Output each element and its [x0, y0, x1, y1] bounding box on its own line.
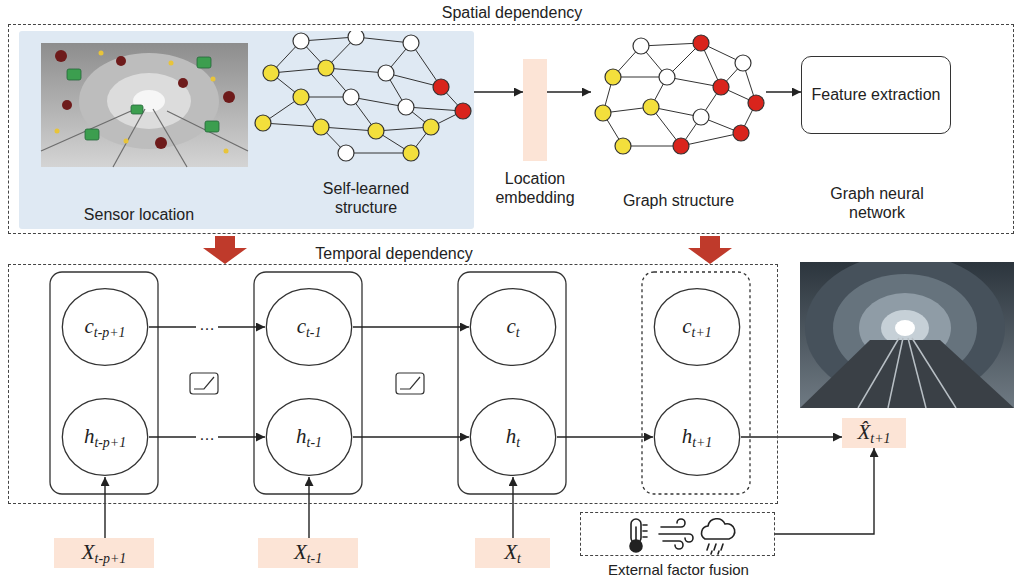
- text-slot: ct+1: [653, 287, 741, 367]
- cell-state: ct+1: [653, 287, 741, 367]
- input-vector: Xt-1: [258, 538, 358, 568]
- input-panel: Sensor location Self-learned structure: [19, 31, 474, 229]
- text-slot: Xt-p+1: [54, 538, 154, 568]
- math-label: Xt-p+1: [82, 540, 127, 565]
- math-label: ht-p+1: [84, 424, 126, 449]
- text-label: External factor fusion: [561, 561, 796, 579]
- gnn-box: Feature extractionGraph neural network: [801, 56, 951, 134]
- subscript: t-p+1: [94, 326, 126, 341]
- math-label: ht+1: [682, 424, 713, 449]
- math-label: ct+1: [682, 314, 711, 339]
- connector: [766, 91, 801, 92]
- connector: [775, 448, 874, 534]
- subscript: t-p+1: [95, 552, 127, 567]
- input-vector: Xt-p+1: [54, 538, 154, 568]
- text-slot: ct-p+1: [61, 287, 149, 367]
- subscript: t: [516, 436, 520, 451]
- text-label: Feature extraction: [812, 85, 941, 104]
- text-slot: External factor fusion: [561, 561, 796, 579]
- tunnel-photo: [800, 262, 1014, 408]
- text-label: Self-learned structure: [301, 179, 431, 217]
- text-label: Graph neural network: [802, 184, 952, 222]
- edge-label: …: [196, 427, 218, 443]
- connector: [741, 436, 842, 437]
- temporal-panel: Temporal dependencyct-p+1ht-p+1ct-1ht-1c…: [8, 264, 778, 504]
- math-label: ht: [506, 424, 520, 449]
- text-slot: Xt: [475, 538, 550, 568]
- subscript: t+1: [692, 326, 712, 341]
- math-label: Xt: [504, 540, 521, 565]
- subscript: t-1: [307, 552, 322, 567]
- subscript: t+1: [870, 432, 890, 447]
- text-slot: Self-learned structure: [301, 179, 431, 217]
- subscript: t+1: [692, 436, 712, 451]
- text-slot: Feature extraction: [802, 57, 950, 133]
- text-label: Temporal dependency: [9, 244, 779, 263]
- hidden-state: ht+1: [653, 397, 741, 477]
- connector: [547, 91, 591, 92]
- text-slot: Xt-1: [258, 538, 358, 568]
- math-label: ht-1: [296, 424, 322, 449]
- subscript: t: [517, 552, 521, 567]
- cell-state: ct-p+1: [61, 287, 149, 367]
- subscript: t-1: [307, 436, 322, 451]
- text-slot: ht-p+1: [61, 397, 149, 477]
- cell-state: ct-1: [265, 287, 353, 367]
- subscript: t: [516, 326, 520, 341]
- text-slot: ht: [469, 397, 557, 477]
- math-label: ct-p+1: [84, 314, 125, 339]
- weather-icons: [581, 513, 776, 557]
- connector: [512, 477, 513, 538]
- edge-label: …: [196, 317, 218, 333]
- sensor-illustration: [19, 31, 474, 229]
- connector: [474, 91, 523, 92]
- hidden-state: ht-1: [265, 397, 353, 477]
- text-slot: Graph structure: [591, 191, 766, 210]
- graph-figure: Graph structure: [591, 31, 766, 181]
- connector: [104, 477, 105, 538]
- text-slot: ht-1: [265, 397, 353, 477]
- cell-state: ct: [469, 287, 557, 367]
- text-slot: ht+1: [653, 397, 741, 477]
- text-slot: ct-1: [265, 287, 353, 367]
- spatial-panel: Spatial dependency: [8, 24, 1014, 234]
- connector: [353, 326, 469, 327]
- graph-illustration: [591, 31, 766, 181]
- connector: [308, 477, 309, 538]
- text-slot: Sensor location: [59, 205, 219, 224]
- lstm-cell: [50, 272, 750, 494]
- text-slot: X̂t+1: [842, 418, 906, 448]
- connector: [353, 436, 469, 437]
- math-label: ct-1: [297, 314, 322, 339]
- prediction-box: X̂t+1: [842, 418, 906, 448]
- text-label: Spatial dependency: [9, 3, 1015, 22]
- text-slot: Graph neural network: [802, 184, 952, 222]
- embedding-bar: Location embedding: [523, 59, 547, 161]
- math-label: X̂t+1: [858, 420, 891, 445]
- input-vector: Xt: [475, 538, 550, 568]
- connector: [557, 436, 653, 437]
- math-label: ct: [506, 314, 519, 339]
- text-slot: ct: [469, 287, 557, 367]
- hidden-state: ht: [469, 397, 557, 477]
- text-slot: Spatial dependency: [9, 3, 1015, 22]
- subscript: t-p+1: [94, 436, 126, 451]
- text-slot: Temporal dependency: [9, 244, 779, 263]
- text-label: Graph structure: [591, 191, 766, 210]
- external-factor-box: External factor fusion: [580, 512, 775, 556]
- text-label: Location embedding: [485, 169, 585, 207]
- relu-icon: [190, 373, 424, 394]
- hidden-state: ht-p+1: [61, 397, 149, 477]
- subscript: t-1: [306, 326, 321, 341]
- math-label: Xt-1: [294, 540, 322, 565]
- text-label: Sensor location: [59, 205, 219, 224]
- text-slot: Location embedding: [485, 169, 585, 207]
